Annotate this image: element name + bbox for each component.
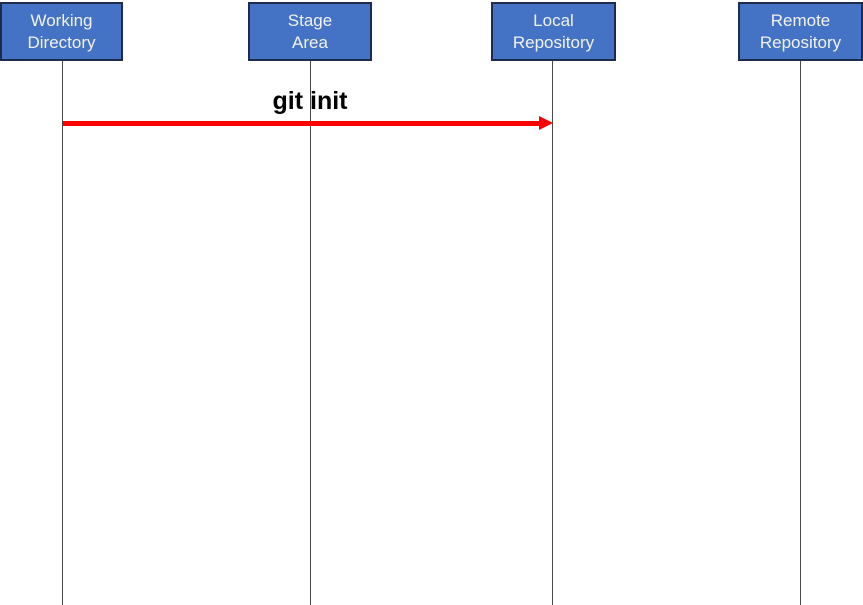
lifeline-remote-repository: [800, 61, 801, 605]
lifeline-stage-area: [310, 61, 311, 605]
actor-label-line: Area: [292, 32, 328, 52]
actor-label-line: Local: [533, 10, 574, 30]
git-init-arrow-shaft: [63, 121, 540, 126]
actor-stage-area: Stage Area: [248, 2, 372, 61]
actor-label-line: Directory: [27, 32, 96, 52]
actor-label-line: Repository: [759, 32, 842, 52]
actor-working-directory: Working Directory: [0, 2, 123, 61]
actor-label-line: Repository: [512, 32, 595, 52]
actor-label-line: Stage: [287, 10, 333, 30]
actor-label-line: Working: [30, 10, 93, 30]
actor-label-line: Remote: [770, 10, 831, 30]
message-label-git-init: git init: [272, 87, 348, 115]
git-init-arrowhead-icon: [539, 116, 553, 130]
actor-remote-repository: Remote Repository: [738, 2, 863, 61]
lifeline-working-directory: [62, 61, 63, 605]
lifeline-local-repository: [552, 61, 553, 605]
actor-local-repository: Local Repository: [491, 2, 616, 61]
